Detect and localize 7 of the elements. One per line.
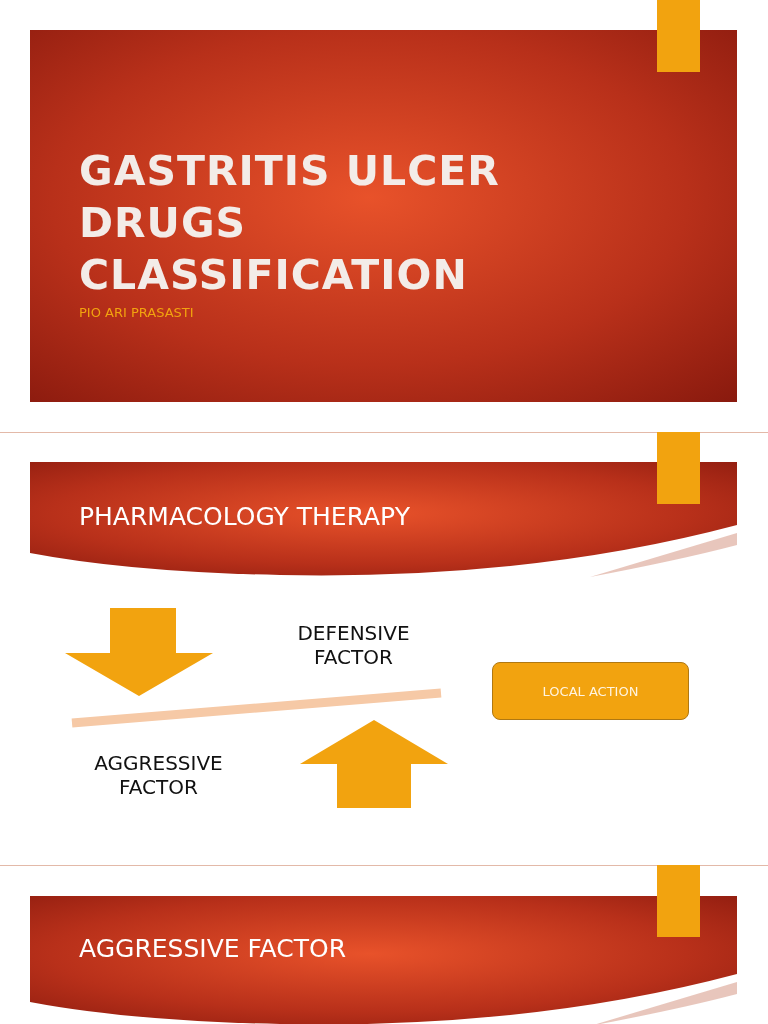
slide-title: GASTRITIS ULCER DRUGS CLASSIFICATION	[79, 146, 501, 301]
author-name: PIO ARI PRASASTI	[79, 305, 194, 320]
factor-text: DEFENSIVE FACTOR	[296, 621, 411, 669]
factor-text: AGGRESSIVE FACTOR	[93, 751, 224, 799]
action-box: LOCAL ACTION	[492, 662, 689, 720]
slide-heading: AGGRESSIVE FACTOR	[79, 934, 347, 963]
slide-heading: PHARMACOLOGY THERAPY	[79, 502, 410, 531]
